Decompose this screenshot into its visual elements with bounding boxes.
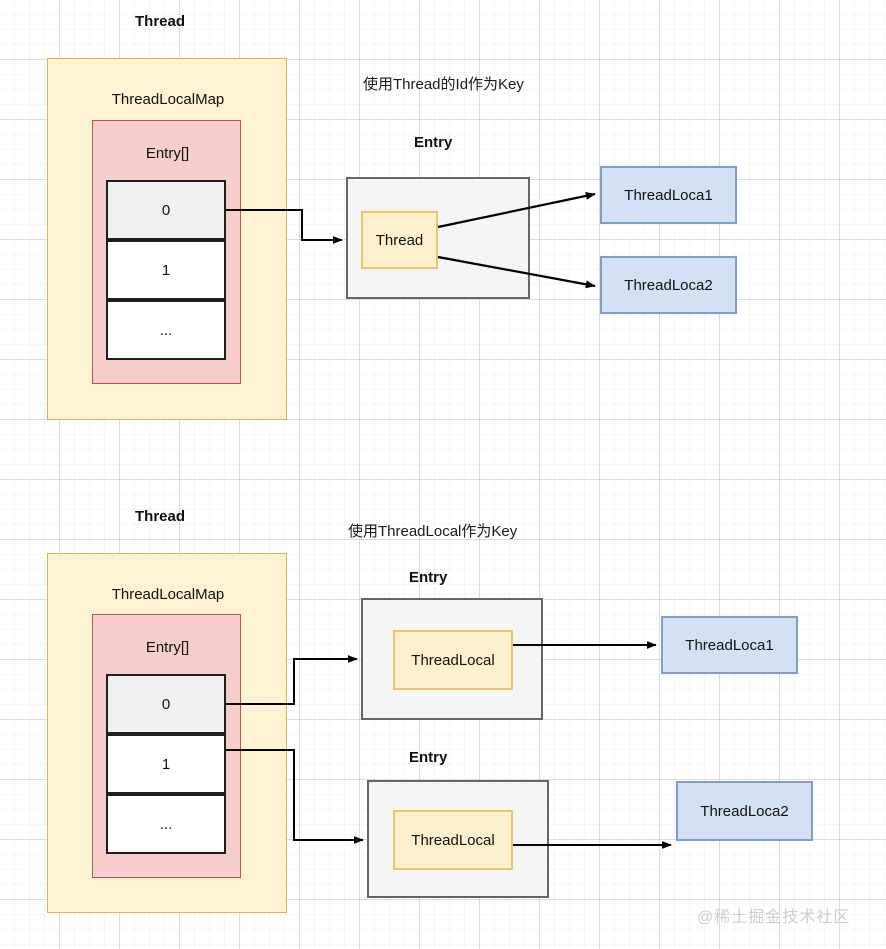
entry-key-threadlocal-bottom-1: ThreadLocal xyxy=(393,630,513,690)
entry-array-label-bottom: Entry[] xyxy=(145,638,190,656)
entry-key-thread-top: Thread xyxy=(361,211,438,269)
entry-title-bottom-1: Entry xyxy=(409,569,448,586)
thread-title-top: Thread xyxy=(135,13,186,30)
threadlocalmap-label-bottom: ThreadLocalMap xyxy=(111,585,225,603)
entry-title-top: Entry xyxy=(414,134,453,151)
note-key-strategy-bottom: 使用ThreadLocal作为Key xyxy=(348,523,518,540)
entry-key-threadlocal-bottom-2: ThreadLocal xyxy=(393,810,513,870)
slot-cell-0-top: 0 xyxy=(106,180,226,240)
note-key-strategy-top: 使用Thread的Id作为Key xyxy=(363,76,524,93)
slot-cell-2-top: ... xyxy=(106,300,226,360)
entry-title-bottom-2: Entry xyxy=(409,749,448,766)
slot-cell-2-bottom: ... xyxy=(106,794,226,854)
threadlocalmap-label-top: ThreadLocalMap xyxy=(111,90,225,108)
slot-cell-1-top: 1 xyxy=(106,240,226,300)
thread-title-bottom: Thread xyxy=(135,508,186,525)
threadlocal-target-2-bottom: ThreadLoca2 xyxy=(676,781,813,841)
slot-cell-0-bottom: 0 xyxy=(106,674,226,734)
slot-cell-1-bottom: 1 xyxy=(106,734,226,794)
watermark: @稀土掘金技术社区 xyxy=(697,909,851,926)
threadlocal-target-1-bottom: ThreadLoca1 xyxy=(661,616,798,674)
entry-array-label-top: Entry[] xyxy=(145,144,190,162)
threadlocal-target-2-top: ThreadLoca2 xyxy=(600,256,737,314)
threadlocal-target-1-top: ThreadLoca1 xyxy=(600,166,737,224)
